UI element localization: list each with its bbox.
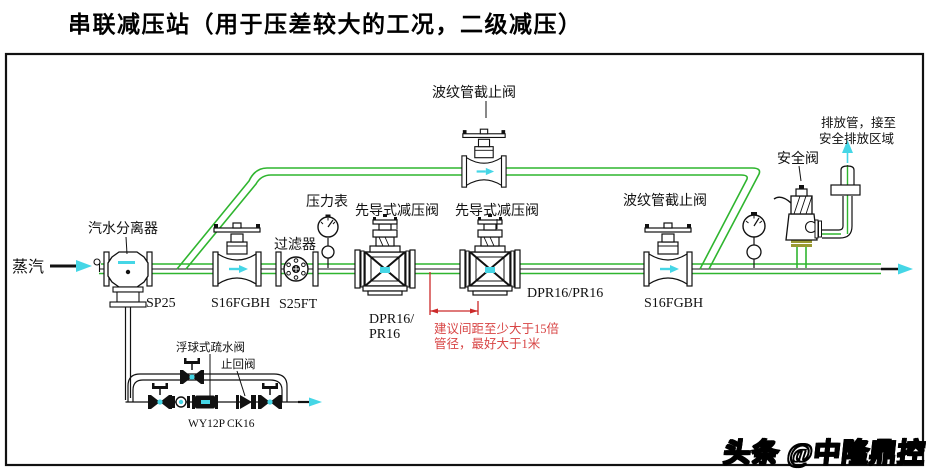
separator-model: SP25 [146, 296, 176, 311]
prv-right-model: DPR16/PR16 [527, 286, 603, 301]
watermark: 头条 @中隆鼎控 [721, 437, 928, 469]
pressure-gauge-left [317, 214, 339, 268]
prv-left-model-line2: PR16 [369, 327, 400, 342]
strainer-model: S25FT [279, 297, 318, 312]
inlet-arrow [50, 258, 101, 272]
pressure-gauge-label: 压力表 [306, 194, 348, 210]
prv-right-symbol [459, 213, 521, 296]
check-valve-label: 止回阀 [221, 357, 256, 371]
spacing-note-line1: 建议间距至少大于15倍 [434, 321, 559, 336]
outlet-arrow [881, 263, 913, 275]
check-valve-symbol [235, 394, 257, 410]
safety-valve-label: 安全阀 [777, 150, 819, 167]
separator-label: 汽水分离器 [88, 220, 158, 237]
float-trap-model: WY12P [188, 418, 225, 430]
discharge-pipe [822, 140, 861, 239]
bypass-valve-symbol [460, 128, 508, 189]
prv-left-model-line1: DPR16/ [369, 312, 414, 327]
spacing-annotation: 建议间距至少大于15倍 管径，最好大于1米 [429, 272, 559, 351]
stop-valve-right-label: 波纹管截止阀 [623, 193, 707, 209]
pressure-gauge-right [742, 212, 766, 268]
spacing-note-line2: 管径，最好大于1米 [434, 336, 541, 351]
drawing-border [4, 52, 925, 467]
drain-gate-valve-1 [147, 382, 173, 410]
bypass-valve-label: 波纹管截止阀 [432, 85, 516, 101]
prv-left-label: 先导式减压阀 [355, 203, 439, 219]
drain-gate-valve-2 [257, 382, 283, 410]
float-trap-label: 浮球式疏水阀 [176, 340, 245, 354]
stop-valve-right-symbol [642, 221, 694, 288]
strainer-label: 过滤器 [274, 237, 316, 253]
stop-valve-left-model: S16FGBH [211, 296, 270, 311]
prv-right-label: 先导式减压阀 [455, 203, 539, 219]
discharge-note-line2: 安全排放区域 [819, 131, 894, 146]
leader-lines [125, 101, 802, 397]
discharge-note-line1: 排放管，接至 [821, 115, 896, 130]
separator-symbol [103, 251, 153, 308]
stop-valve-left-symbol [211, 221, 263, 288]
prv-left-symbol [354, 213, 416, 296]
stop-valve-right-model: S16FGBH [644, 296, 703, 311]
safety-valve-symbol [773, 185, 822, 268]
page-title: 串联减压站（用于压差较大的工况，二级减压） [68, 12, 583, 37]
steam-inlet-label: 蒸汽 [12, 258, 44, 276]
float-trap-symbol [192, 395, 218, 409]
check-valve-model: CK16 [227, 418, 255, 430]
drain-outlet-arrow [298, 397, 322, 407]
drain-union [171, 395, 191, 409]
